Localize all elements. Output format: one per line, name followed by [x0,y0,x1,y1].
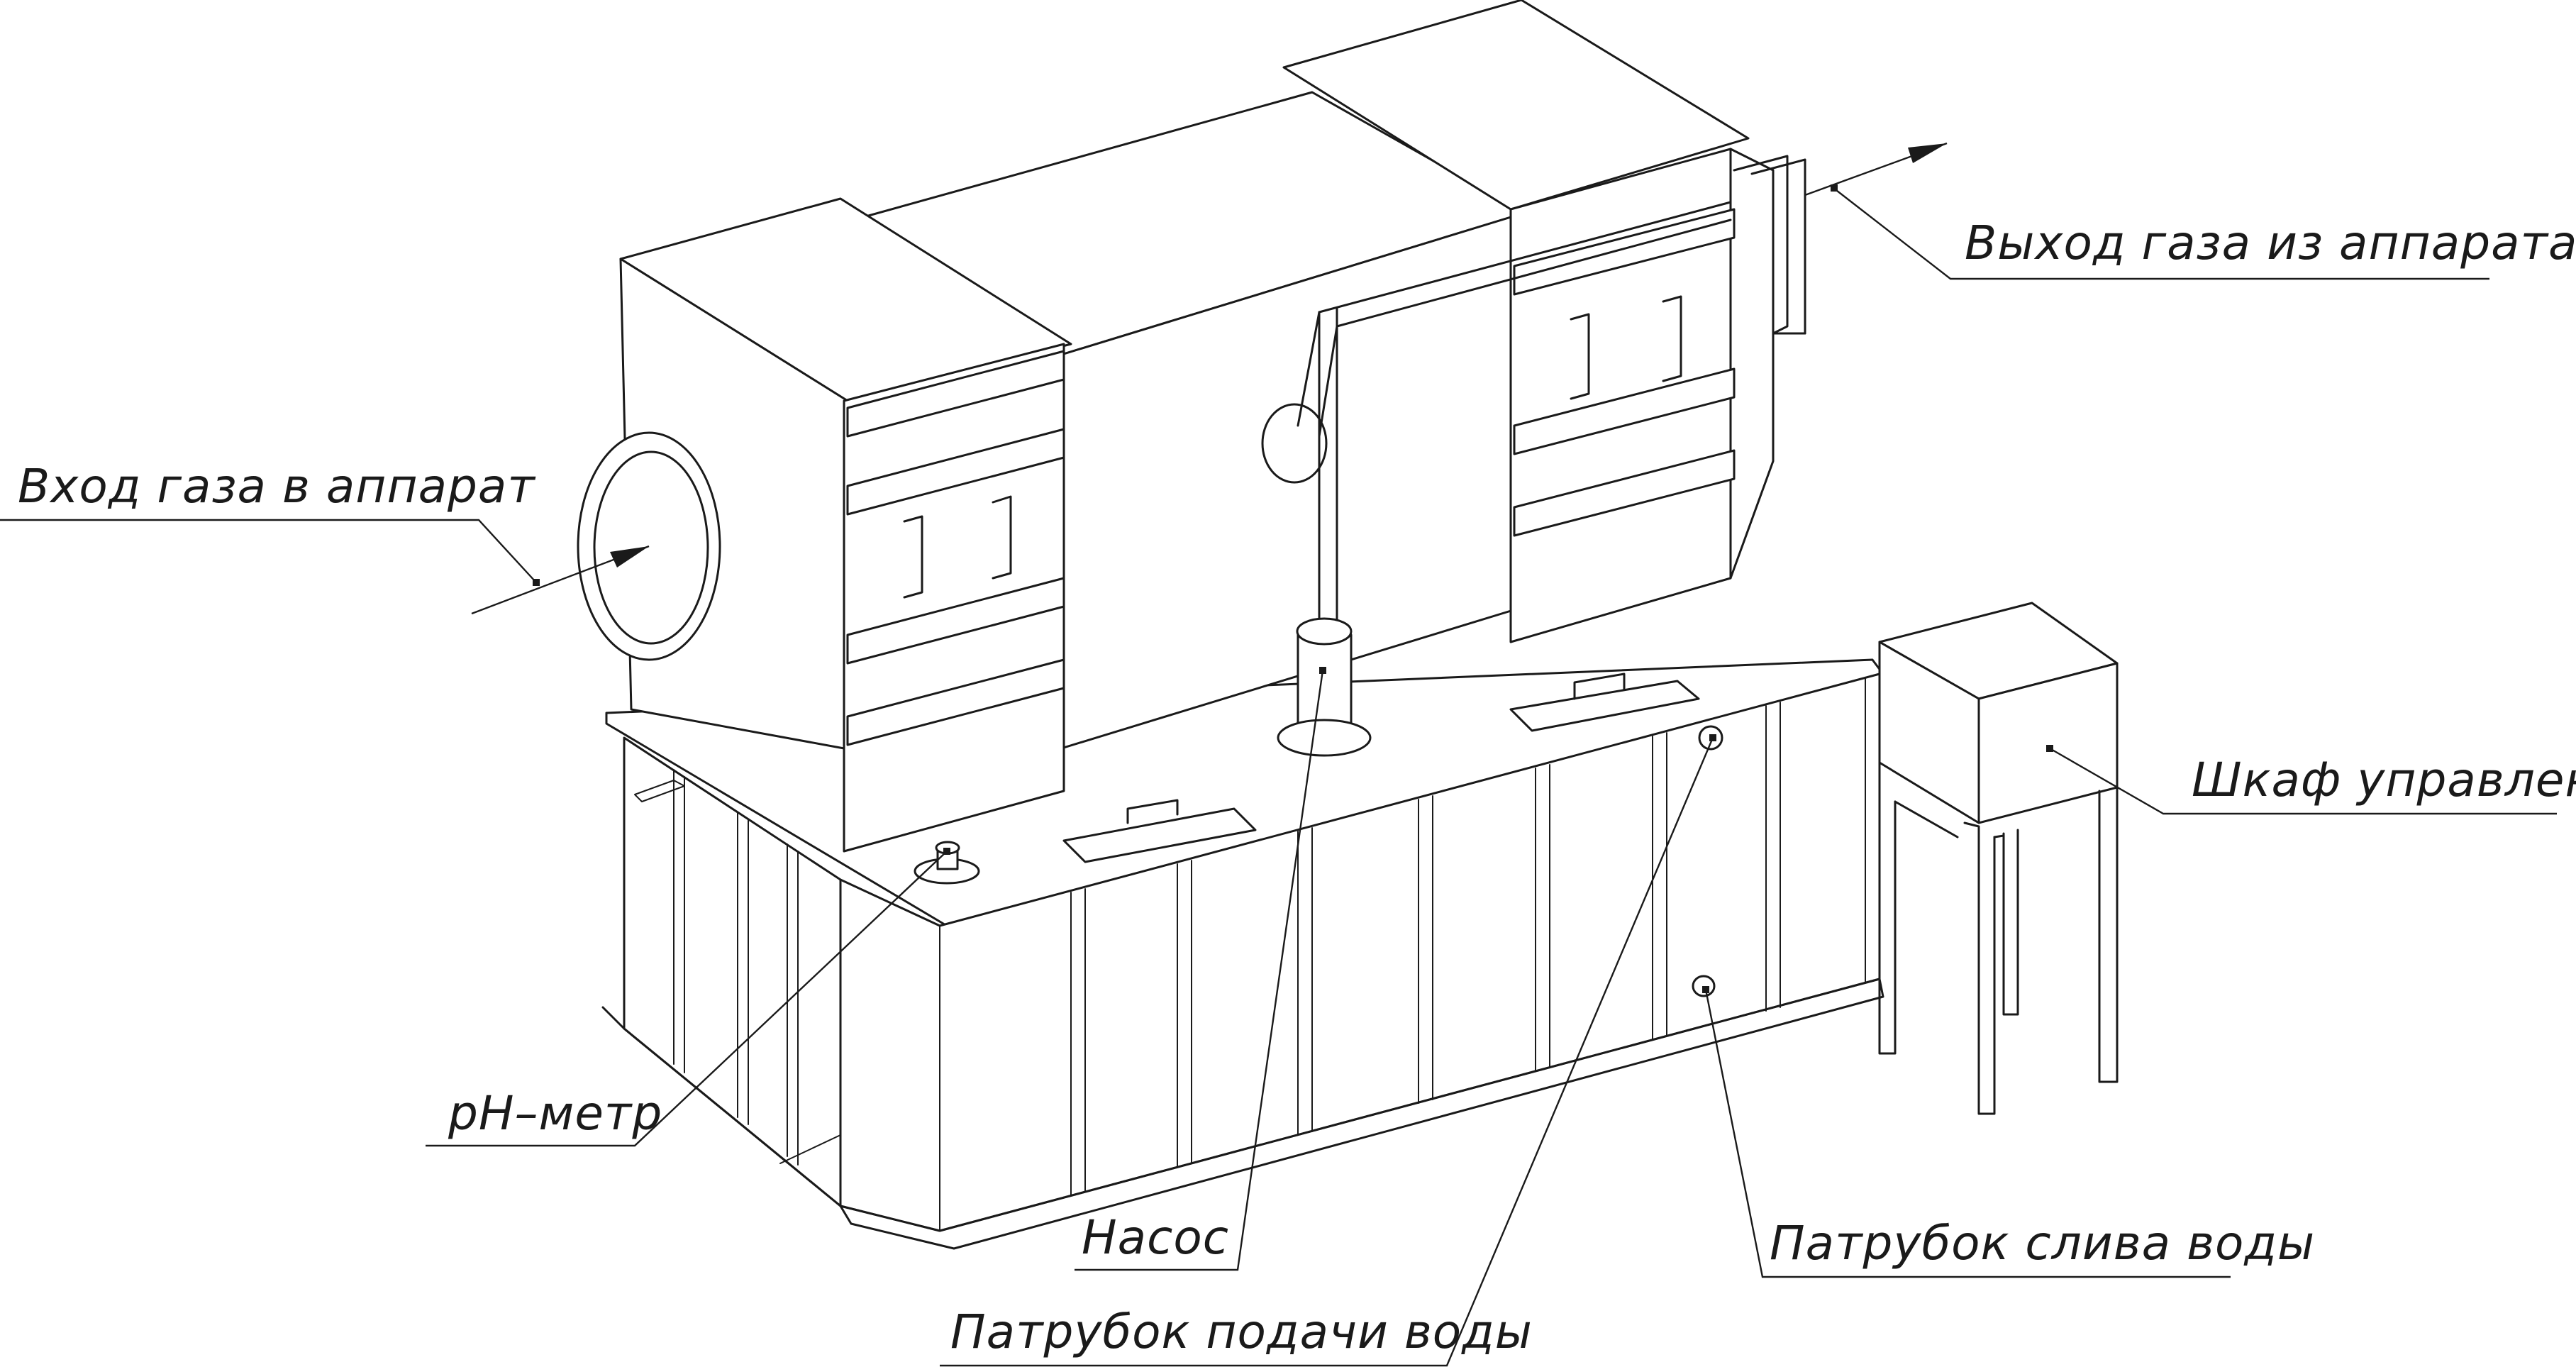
leader-lines [0,142,2557,1367]
water-tank [601,658,1884,1250]
label-water-supply-pipe: Патрубок подачи воды [950,1305,1533,1359]
label-ph-meter: pH–метр [448,1086,662,1141]
scrubber-body [577,0,1806,997]
label-gas-inlet: Вход газа в аппарат [18,459,536,514]
label-water-drain-pipe: Патрубок слива воды [1770,1216,2315,1271]
label-pump: Насос [1082,1210,1229,1265]
label-control-cabinet: Шкаф управления [2192,753,2576,807]
control-cabinet [1878,602,2119,1115]
label-gas-outlet: Выход газа из аппарата [1965,216,2576,270]
